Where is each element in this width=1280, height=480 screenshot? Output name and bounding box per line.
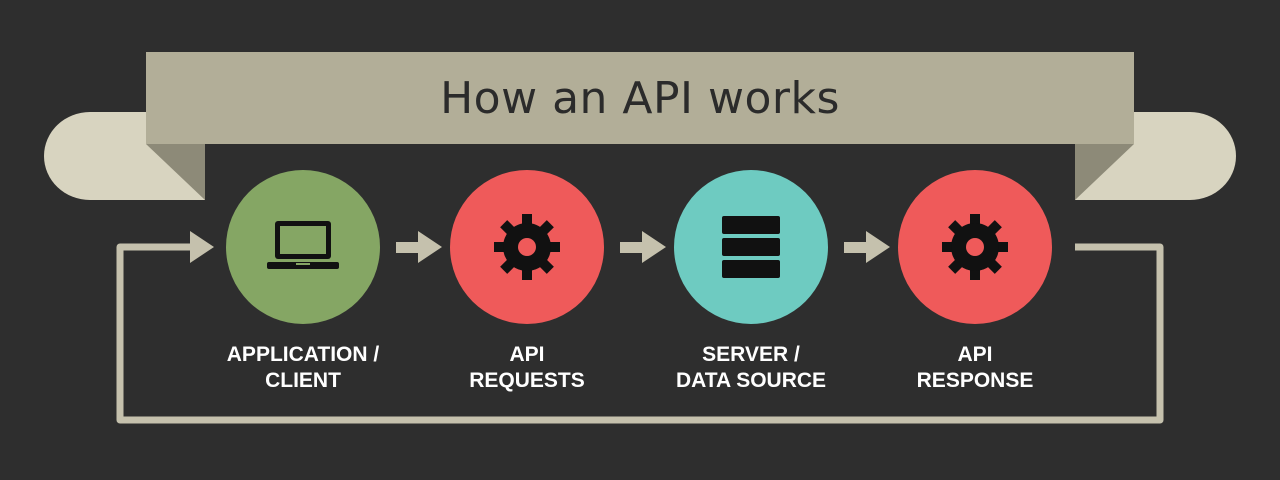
connector-arrow: [620, 231, 666, 263]
loop-line: [116, 243, 1164, 424]
step-label-line: DATA SOURCE: [675, 369, 827, 392]
step-server-label: SERVER / DATA SOURCE: [641, 342, 861, 394]
ribbon-fold-right: [1075, 144, 1134, 200]
step-response-circle: [898, 170, 1052, 324]
gear-icon: [942, 214, 1008, 280]
connector-arrow: [396, 231, 442, 263]
step-application-circle: [226, 170, 380, 324]
title-banner: [146, 52, 1134, 144]
step-label-line: API: [509, 343, 545, 366]
server-icon: [722, 216, 780, 278]
step-label-line: SERVER /: [702, 343, 800, 366]
connector-arrow: [844, 231, 890, 263]
laptop-icon: [267, 221, 339, 269]
loop-arrow-head: [190, 231, 214, 263]
step-server-circle: [674, 170, 828, 324]
step-label-line: REQUESTS: [469, 369, 585, 392]
step-response-label: API RESPONSE: [865, 342, 1085, 394]
diagram-title: How an API works: [440, 72, 840, 124]
step-request-circle: [450, 170, 604, 324]
step-label-line: CLIENT: [265, 369, 341, 392]
step-label-line: API: [957, 343, 993, 366]
step-application-label: APPLICATION / CLIENT: [193, 342, 413, 394]
step-label-line: APPLICATION /: [226, 343, 380, 366]
step-request-label: API REQUESTS: [417, 342, 637, 394]
gear-icon: [494, 214, 560, 280]
ribbon-fold-left: [146, 144, 205, 200]
step-label-line: RESPONSE: [916, 369, 1034, 392]
